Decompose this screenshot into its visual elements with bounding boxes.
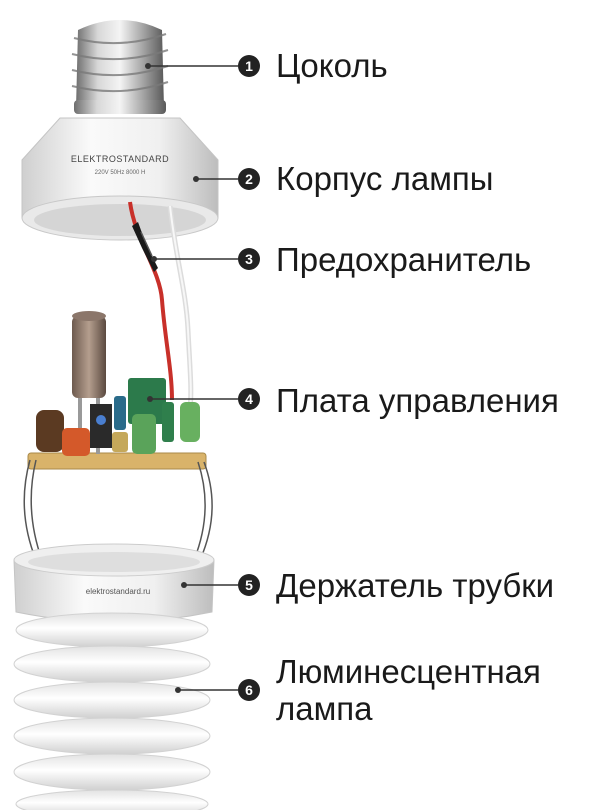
callout-label-control-board: Плата управления [276, 382, 559, 419]
callout-label-fuse: Предохранитель [276, 241, 532, 278]
marker-2: 2 [238, 168, 260, 190]
marker-3: 3 [238, 248, 260, 270]
anchor-dots [145, 63, 199, 693]
control-board [27, 311, 207, 470]
callout-label-housing: Корпус лампы [276, 160, 494, 197]
tube-holder: elektrostandard.ru [13, 543, 215, 623]
marker-3-number: 3 [245, 251, 253, 267]
callout-label-base: Цоколь [276, 47, 388, 84]
marker-1: 1 [238, 55, 260, 77]
marker-4-number: 4 [245, 391, 253, 407]
marker-5-number: 5 [245, 577, 253, 593]
marker-5: 5 [238, 574, 260, 596]
marker-6-number: 6 [245, 682, 253, 698]
marker-4: 4 [238, 388, 260, 410]
marker-2-number: 2 [245, 171, 253, 187]
leader-lines [148, 65, 238, 691]
holder-brand-text: elektrostandard.ru [86, 587, 150, 596]
lamp-housing: ELEKTROSTANDARD 220V 50Hz 8000 H [21, 117, 219, 241]
screw-base [71, 20, 169, 114]
marker-1-number: 1 [245, 58, 253, 74]
marker-6: 6 [238, 679, 260, 701]
housing-specs-text: 220V 50Hz 8000 H [95, 170, 146, 176]
callout-label-fluorescent-tube: Люминесцентная лампа [276, 653, 541, 727]
housing-brand-text: ELEKTROSTANDARD [71, 154, 169, 164]
fluorescent-tube [13, 612, 211, 810]
callout-label-tube-holder: Держатель трубки [276, 567, 555, 604]
